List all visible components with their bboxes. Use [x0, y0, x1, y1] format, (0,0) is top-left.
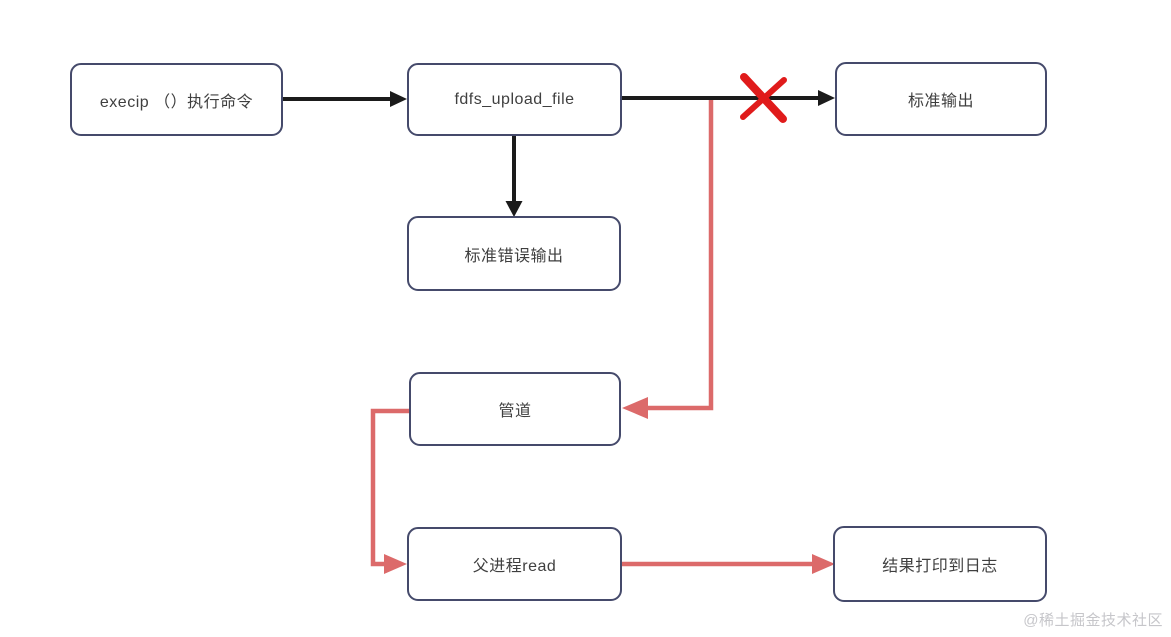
arrowhead-right-icon — [390, 91, 407, 107]
node-label: 标准错误输出 — [464, 247, 564, 265]
edge-fdfs-to-stdout — [622, 90, 835, 106]
arrowhead-right-icon — [384, 554, 407, 574]
node-fdfs-upload-file: fdfs_upload_file — [407, 63, 622, 136]
node-parent-process-read: 父进程read — [407, 527, 622, 601]
red-x-cross-icon — [740, 73, 787, 123]
node-label: fdfs_upload_file — [454, 90, 575, 108]
watermark: @稀土掘金技术社区 — [1023, 612, 1163, 629]
edge-line — [646, 100, 714, 411]
node-stderr: 标准错误输出 — [407, 216, 621, 291]
node-label: 管道 — [498, 403, 532, 420]
node-label: 标准输出 — [907, 93, 974, 110]
node-execip: execip （）执行命令 — [70, 63, 283, 136]
edge-parent-read-to-log — [622, 554, 835, 574]
edge-execip-to-fdfs — [283, 91, 407, 107]
edge-fdfs-to-pipe — [622, 100, 714, 419]
edge-fdfs-to-stderr — [505, 136, 523, 217]
node-label: 结果打印到日志 — [882, 558, 998, 575]
edge-line — [370, 408, 409, 567]
arrowhead-right-icon — [818, 90, 835, 106]
arrowhead-left-icon — [622, 397, 648, 419]
node-label: 父进程read — [472, 558, 557, 575]
arrowhead-right-icon — [812, 554, 835, 574]
arrowhead-down-icon — [505, 201, 523, 217]
edge-pipe-to-parent-read — [370, 408, 409, 574]
node-pipe: 管道 — [409, 372, 621, 446]
node-stdout: 标准输出 — [835, 62, 1047, 136]
node-result-to-log: 结果打印到日志 — [833, 526, 1047, 602]
x-stroke — [740, 77, 787, 120]
node-label: execip （）执行命令 — [99, 93, 254, 111]
